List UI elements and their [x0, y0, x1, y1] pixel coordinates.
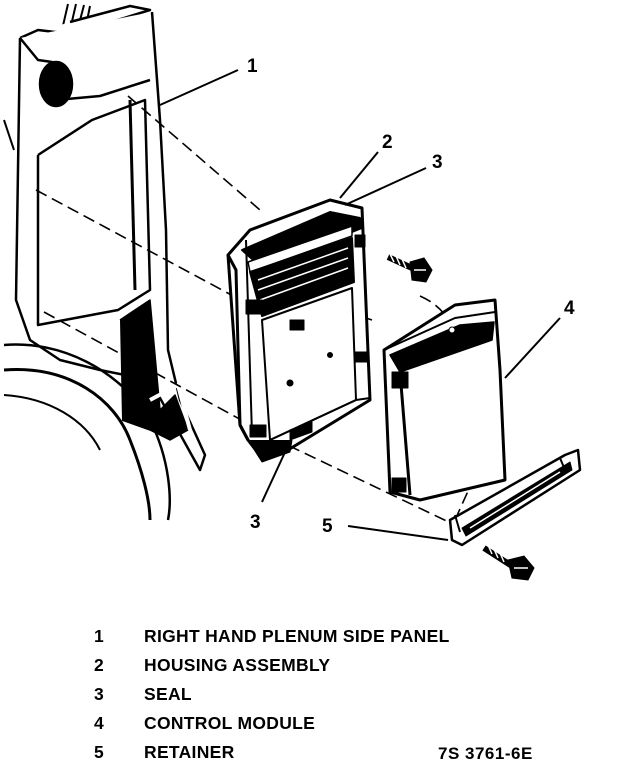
callout-4: 4 — [564, 298, 575, 319]
legend-number: 5 — [94, 742, 105, 762]
callout-1: 1 — [247, 56, 258, 77]
callout-2: 2 — [382, 132, 393, 153]
callout-3-bottom: 3 — [250, 512, 261, 533]
retainer — [448, 448, 582, 547]
plenum-side-panel — [3, 3, 207, 521]
legend-number: 3 — [94, 684, 105, 704]
legend-number: 2 — [94, 655, 105, 675]
screw-lower — [482, 544, 535, 581]
legend-number: 4 — [94, 713, 105, 733]
housing-assembly — [226, 198, 372, 463]
control-module — [382, 298, 507, 502]
legend-label: CONTROL MODULE — [144, 713, 316, 733]
legend-label: HOUSING ASSEMBLY — [144, 655, 331, 675]
leader-lines — [159, 69, 561, 541]
legend-item: 4 CONTROL MODULE — [94, 713, 614, 742]
legend-item: 1 RIGHT HAND PLENUM SIDE PANEL — [94, 626, 614, 655]
legend-label: RIGHT HAND PLENUM SIDE PANEL — [144, 626, 450, 646]
screw-upper — [386, 253, 433, 283]
exploded-view-diagram: 1 2 3 4 3 5 — [3, 3, 582, 581]
legend-item: 2 HOUSING ASSEMBLY — [94, 655, 614, 684]
legend-label: RETAINER — [144, 742, 235, 762]
figure-code: 7S 3761-6E — [438, 744, 533, 763]
callout-3-top: 3 — [432, 152, 443, 173]
legend-item: 3 SEAL — [94, 684, 614, 713]
legend-number: 1 — [94, 626, 105, 646]
legend-label: SEAL — [144, 684, 192, 704]
parts-legend: 1 RIGHT HAND PLENUM SIDE PANEL 2 HOUSING… — [94, 626, 614, 771]
callout-5: 5 — [322, 516, 333, 537]
legend-item: 5 RETAINER — [94, 742, 614, 771]
